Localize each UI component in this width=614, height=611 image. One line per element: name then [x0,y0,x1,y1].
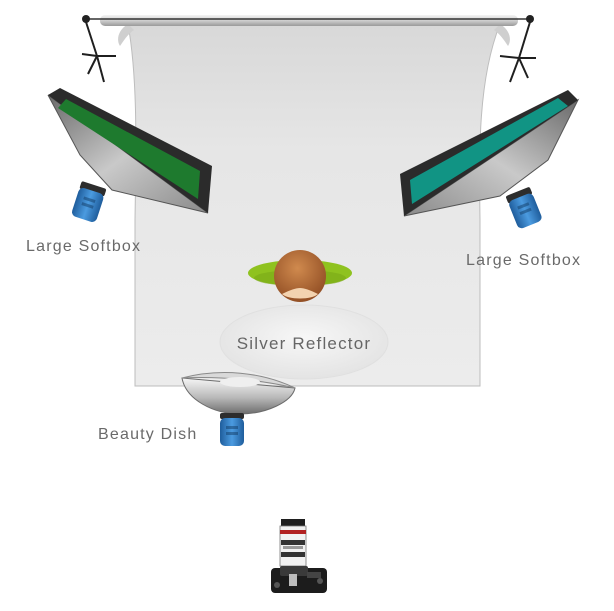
subject-top-view [248,250,352,302]
backdrop-paper [127,23,501,387]
left-softbox-label: Large Softbox [26,238,141,255]
camera-top-view [271,519,327,593]
silver-reflector [219,304,389,380]
silver-reflector-label: Silver Reflector [237,334,371,353]
right-softbox-label: Large Softbox [466,252,581,269]
backdrop-curl-left [118,24,134,46]
beauty-dish [181,372,296,446]
backdrop [82,15,534,387]
left-strobe-head [71,181,107,222]
left-softbox [47,88,212,222]
camera-lens-hood [281,519,305,527]
right-strobe-head [506,187,542,229]
right-softbox [400,90,580,229]
beauty-dish-center [220,377,260,387]
crossbar-end-right [526,15,534,23]
subject-face [282,288,318,299]
beauty-dish-strobe-head [220,413,244,446]
backdrop-curl-right [494,24,510,46]
right-light-stand [499,21,536,83]
beauty-dish-label: Beauty Dish [98,426,197,443]
beauty-dish-rim [181,372,296,389]
crossbar-end-left [82,15,90,23]
subject-hair [274,250,326,302]
left-light-stand [81,21,116,83]
backdrop-roll-bar [100,15,518,26]
left-softbox-panel [58,99,200,199]
right-softbox-panel [410,98,568,204]
